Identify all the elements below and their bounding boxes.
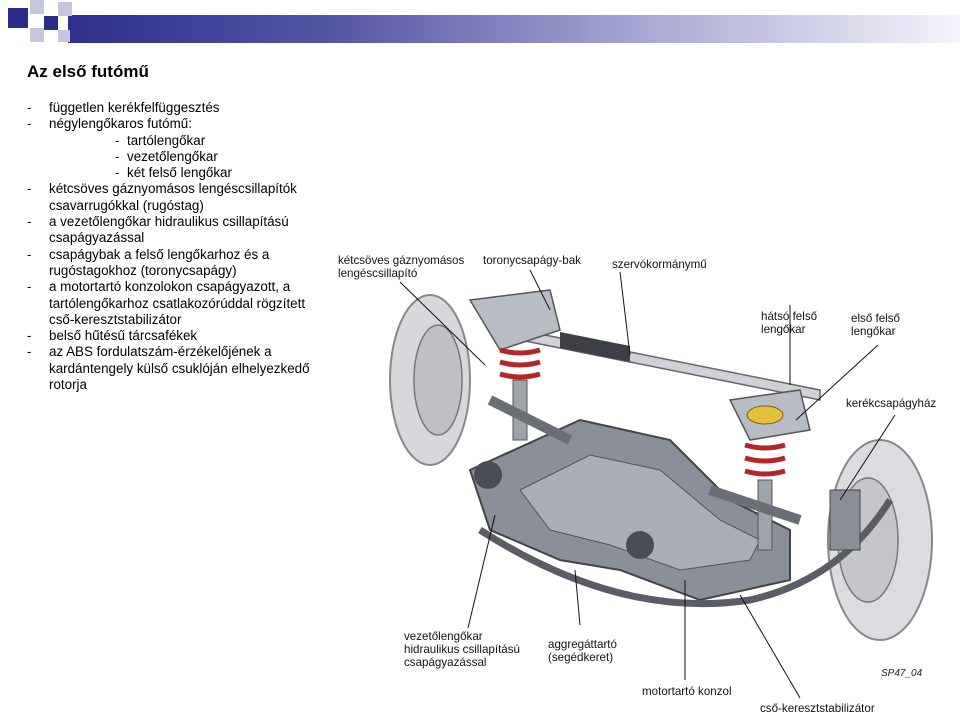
sub-bullet-item: tartólengőkar (27, 133, 317, 150)
decor-square (30, 0, 44, 14)
bullet-list: független kerékfelfüggesztés négylengőka… (27, 100, 317, 393)
label-front-upper-arm: első felső lengőkar (851, 312, 900, 338)
bullet-item: négylengőkaros futómű: (27, 116, 317, 133)
label-engine-mount: motortartó konzol (642, 685, 732, 698)
header-gradient-bar (68, 15, 960, 43)
label-guide-arm: vezetőlengőkar hidraulikus csillapítású … (404, 630, 520, 669)
bullet-item: csapágybak a felső lengőkarhoz és a rugó… (27, 247, 317, 280)
decor-square (58, 2, 72, 16)
diagram-code: SP47_04 (881, 668, 923, 679)
decor-square (30, 28, 44, 42)
bullet-item: a vezetőlengőkar hidraulikus csillapítás… (27, 214, 317, 247)
bullet-item: független kerékfelfüggesztés (27, 100, 317, 117)
slide-title: Az első futómű (27, 62, 149, 81)
label-wheel-bearing-housing: kerékcsapágyház (846, 397, 937, 410)
decor-square (8, 8, 28, 28)
label-tower-bearing: toronycsapágy-bak (483, 254, 581, 267)
sub-bullet-item: vezetőlengőkar (27, 149, 317, 166)
suspension-illustration (389, 269, 933, 699)
bullet-item: belső hűtésű tárcsafékek (27, 328, 317, 345)
sub-bullet-item: két felső lengőkar (27, 165, 317, 182)
label-stabilizer: cső-keresztstabilizátor (760, 702, 875, 715)
bullet-item: az ABS fordulatszám-érzékelőjének a kard… (27, 344, 317, 393)
label-line: kétcsöves gáznyomásos lengéscsillapító (338, 254, 465, 280)
header-decoration (0, 0, 960, 56)
bullet-item: kétcsöves gáznyomásos lengéscsillapítók … (27, 181, 317, 214)
suspension-diagram: kétcsöves gáznyomásos lengéscsillapító t… (320, 240, 960, 721)
label-shock-absorber: kétcsöves gáznyomásos lengéscsillapító (338, 254, 464, 280)
label-rear-upper-arm: hátsó felső lengőkar (761, 310, 818, 336)
label-steering-gear: szervókormánymű (612, 258, 707, 271)
bullet-item: a motortartó konzolokon csapágyazott, a … (27, 279, 317, 328)
label-subframe: aggregáttartó (segédkeret) (548, 638, 617, 664)
decor-square (58, 30, 70, 42)
decor-square (44, 16, 58, 30)
